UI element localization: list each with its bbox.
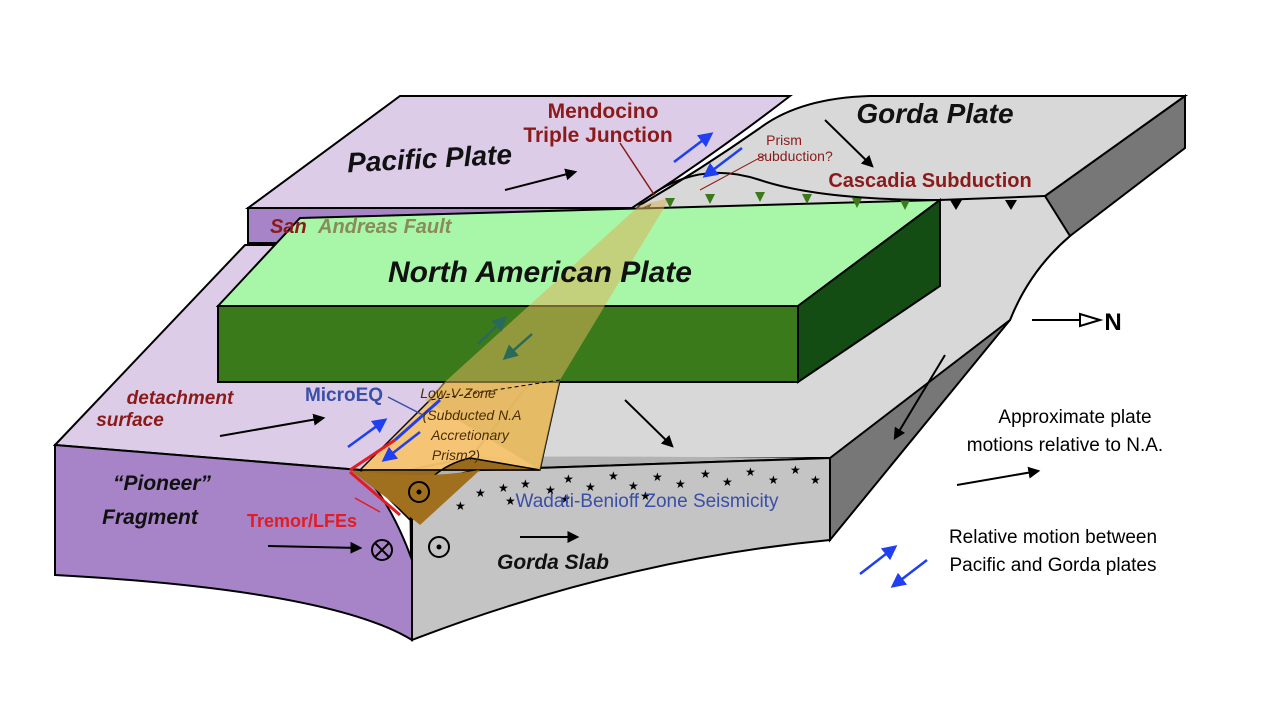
cascadia-teeth-black xyxy=(950,200,1017,210)
legend-blue-line1: Relative motion between xyxy=(949,527,1157,548)
north-arrow xyxy=(1032,312,1104,328)
out-of-page-symbol-1 xyxy=(408,481,430,503)
legend-black-line2: motions relative to N.A. xyxy=(967,435,1163,456)
cascadia-subduction-teeth xyxy=(665,192,910,210)
detachment-arrow xyxy=(219,413,326,437)
pacific-motion-arrow xyxy=(504,168,578,191)
svg-text:★: ★ xyxy=(722,475,733,489)
svg-text:★: ★ xyxy=(810,473,821,487)
blue-arrow-mendocino-down xyxy=(702,147,743,178)
lowv-label-line3: Accretionary xyxy=(430,427,510,443)
transect-strip xyxy=(425,198,670,470)
legend-black-line1: Approximate plate xyxy=(998,407,1151,428)
gorda-slab-label: Gorda Slab xyxy=(497,551,609,574)
pioneer-arrow xyxy=(267,541,363,554)
prism-label-line1: Prism xyxy=(766,132,802,148)
microeq-fault-blue xyxy=(394,398,441,442)
tremor-leader xyxy=(354,497,381,513)
svg-text:★: ★ xyxy=(790,463,801,477)
svg-text:★: ★ xyxy=(745,465,756,479)
svg-text:★: ★ xyxy=(498,481,509,495)
blue-arrow-mendocino-up xyxy=(673,132,714,163)
gorda-top-arrow xyxy=(624,399,674,448)
teal-arrow-down xyxy=(502,333,533,360)
dashed-lines xyxy=(217,217,561,401)
teal-arrow-up xyxy=(477,315,508,345)
svg-text:★: ★ xyxy=(560,492,571,506)
tremor-fault-red-lower xyxy=(349,470,401,517)
gorda-side-arrow xyxy=(893,354,946,441)
svg-text:★: ★ xyxy=(640,489,651,503)
lowv-label-line2: (Subducted N.A xyxy=(423,407,522,423)
microeq-leader xyxy=(387,396,424,416)
lowv-wedge-bottom xyxy=(350,470,480,525)
svg-text:★: ★ xyxy=(628,479,639,493)
cascadia-label: Cascadia Subduction xyxy=(828,170,1031,192)
wadati-label: Wadati-Benioff Zone Seismicity xyxy=(516,491,779,512)
svg-text:★: ★ xyxy=(608,469,619,483)
tremor-label: Tremor/LFEs xyxy=(247,511,357,531)
svg-text:★: ★ xyxy=(505,494,516,508)
mendocino-label-line2: Triple Junction xyxy=(523,124,672,147)
blue-arrow-microeq-up xyxy=(347,418,388,449)
legend-blue-line2: Pacific and Gorda plates xyxy=(949,555,1156,576)
gorda-plate-arrow xyxy=(824,119,874,168)
lowv-label-line4: Prism?) xyxy=(432,447,480,463)
cascadia-fault-line xyxy=(649,171,1046,202)
north-american-plate-label: North American Plate xyxy=(388,256,692,289)
microeq-label: MicroEQ xyxy=(305,385,383,406)
lowv-label-line1: Low-V Zone xyxy=(420,385,496,401)
san-andreas-label-part2: Andreas Fault xyxy=(317,216,453,238)
detachment-label-line2: surface xyxy=(96,410,164,431)
prism-label-line2: subduction? xyxy=(757,148,833,164)
into-page-symbol xyxy=(371,539,393,561)
svg-text:★: ★ xyxy=(563,472,574,486)
mendocino-label-line1: Mendocino xyxy=(548,100,659,123)
svg-text:★: ★ xyxy=(700,467,711,481)
na-plate-side xyxy=(797,198,941,384)
svg-text:★: ★ xyxy=(520,477,531,491)
pioneer-label-line2: Fragment xyxy=(102,506,199,529)
mendocino-leader-line xyxy=(619,142,656,197)
svg-text:★: ★ xyxy=(455,499,466,513)
gorda-plate-label: Gorda Plate xyxy=(856,98,1013,129)
legend-black-arrow xyxy=(956,466,1041,486)
svg-text:★: ★ xyxy=(475,486,486,500)
svg-text:★: ★ xyxy=(585,480,596,494)
svg-text:★: ★ xyxy=(675,477,686,491)
pioneer-label-line1: “Pioneer” xyxy=(113,472,212,495)
prism-leader-line xyxy=(699,154,766,191)
svg-text:★: ★ xyxy=(545,483,556,497)
svg-text:★: ★ xyxy=(768,473,779,487)
blue-arrow-microeq-down xyxy=(381,431,421,462)
north-label: N xyxy=(1104,309,1121,336)
seismicity-stars: ★★★ ★★★ ★★★ ★★★ ★★★ ★★★ ★★ xyxy=(455,463,821,513)
legend-blue-arrow-down xyxy=(890,559,928,588)
svg-text:★: ★ xyxy=(652,470,663,484)
legend-blue-arrow-up xyxy=(859,545,898,575)
san-andreas-label-part1: San xyxy=(270,216,307,238)
out-of-page-symbol-2 xyxy=(428,536,450,558)
tremor-fault-red xyxy=(349,438,396,472)
detachment-label-line1: detachment xyxy=(127,388,234,409)
